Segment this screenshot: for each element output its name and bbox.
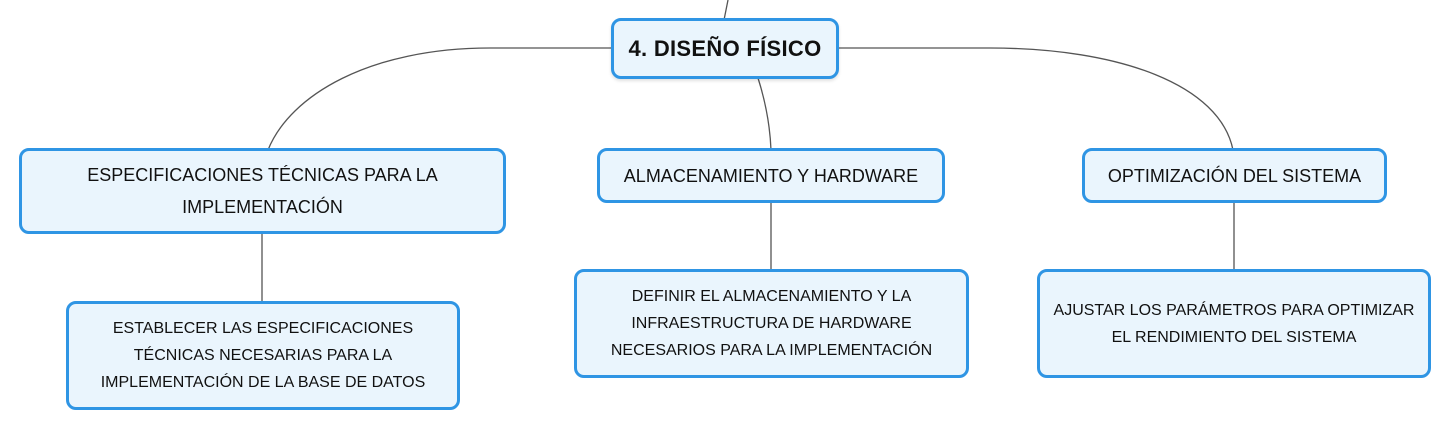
branch-node-optimizacion[interactable]: OPTIMIZACIÓN DEL SISTEMA — [1082, 148, 1387, 203]
subtopic-label-almacenamiento: DEFINIR EL ALMACENAMIENTO Y LA INFRAESTR… — [610, 288, 933, 359]
connector-root-to-branch-1 — [267, 47, 612, 151]
subtopic-label-optimizacion: AJUSTAR LOS PARÁMETROS PARA OPTIMIZAR EL… — [1053, 301, 1415, 346]
branch-label-almacenamiento: ALMACENAMIENTO Y HARDWARE — [623, 165, 919, 186]
root-topic-node[interactable]: 4. DISEÑO FÍSICO — [611, 18, 839, 79]
branch-label-optimizacion: OPTIMIZACIÓN DEL SISTEMA — [1107, 165, 1362, 186]
connector-parent-to-root — [723, 0, 729, 21]
branch-node-especificaciones[interactable]: ESPECIFICACIONES TÉCNICAS PARA LA IMPLEM… — [19, 148, 506, 234]
subtopic-label-especificaciones: ESTABLECER LAS ESPECIFICACIONES TÉCNICAS… — [100, 320, 426, 391]
branch-label-especificaciones: ESPECIFICACIONES TÉCNICAS PARA LA IMPLEM… — [87, 165, 438, 217]
connector-root-to-branch-3 — [838, 47, 1234, 151]
root-topic-label: 4. DISEÑO FÍSICO — [628, 35, 822, 61]
subtopic-node-almacenamiento[interactable]: DEFINIR EL ALMACENAMIENTO Y LA INFRAESTR… — [574, 269, 969, 378]
branch-node-almacenamiento[interactable]: ALMACENAMIENTO Y HARDWARE — [597, 148, 945, 203]
subtopic-node-optimizacion[interactable]: AJUSTAR LOS PARÁMETROS PARA OPTIMIZAR EL… — [1037, 269, 1431, 378]
connector-root-to-branch-2 — [757, 77, 772, 151]
subtopic-node-especificaciones[interactable]: ESTABLECER LAS ESPECIFICACIONES TÉCNICAS… — [66, 301, 460, 410]
